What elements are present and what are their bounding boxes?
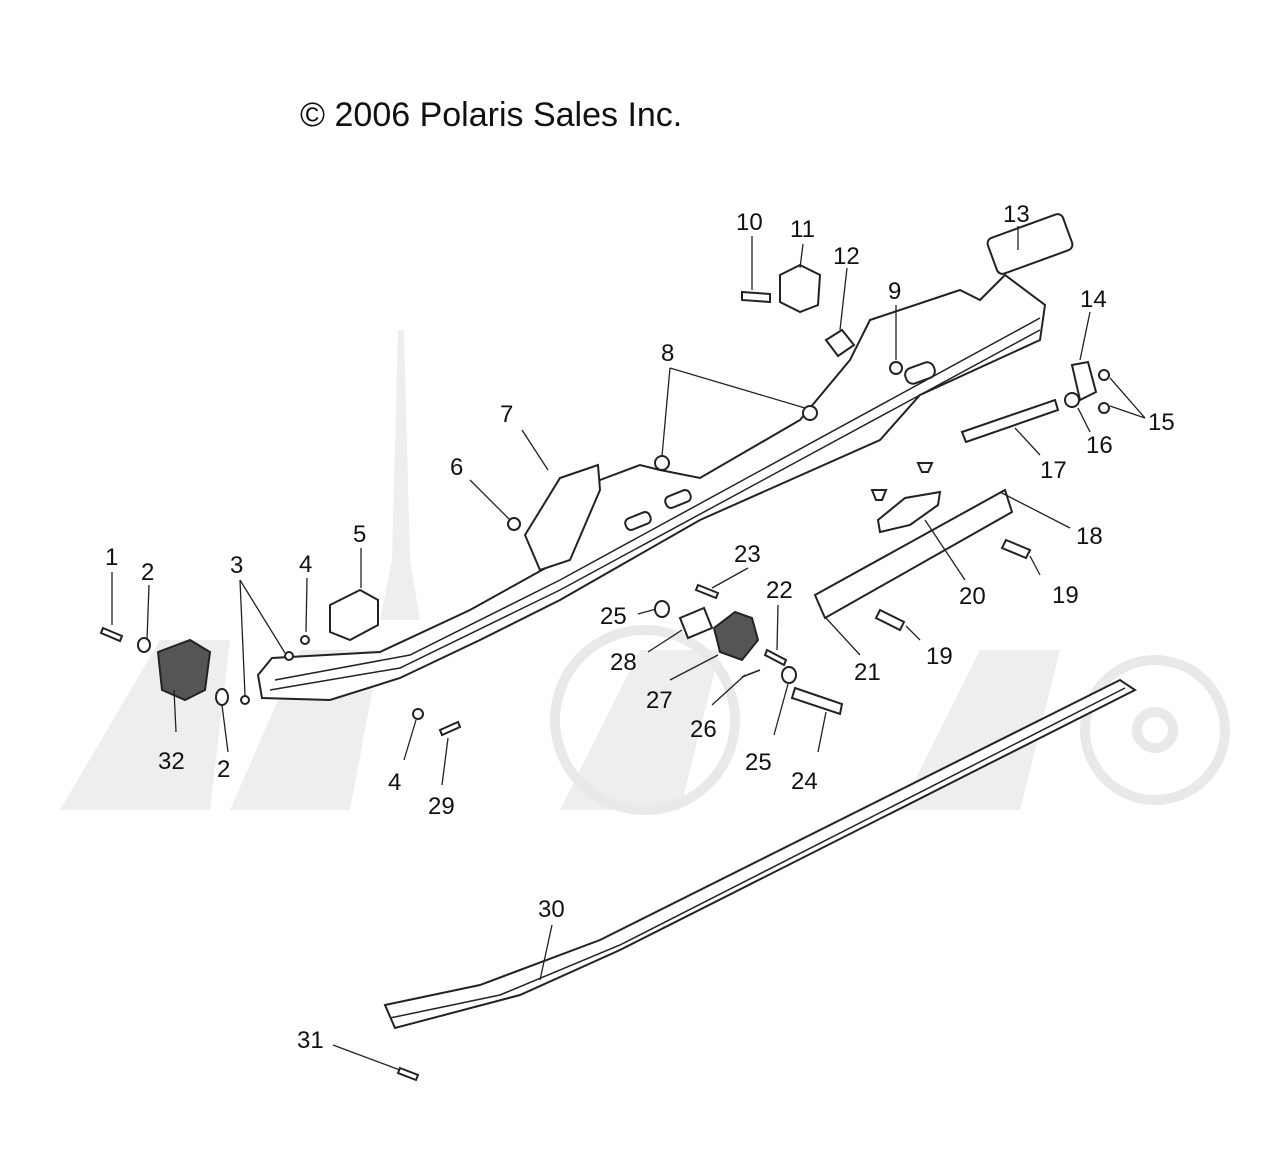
part-8-nut [654, 405, 818, 471]
callout-7: 7 [500, 401, 513, 428]
part-21-bar [813, 488, 1014, 620]
callout-12: 12 [833, 243, 860, 270]
callout-6: 6 [450, 454, 463, 481]
callout-5: 5 [353, 521, 366, 548]
copyright-text: © 2006 Polaris Sales Inc. [300, 96, 682, 134]
callout-31: 31 [297, 1027, 324, 1054]
part-17-bolt [960, 398, 1060, 444]
callout-1: 1 [105, 544, 118, 571]
callout-4-top: 4 [299, 551, 312, 578]
part-16-nut [1064, 392, 1080, 408]
part-24-bolt [790, 686, 844, 716]
callout-25-left: 25 [600, 603, 627, 630]
callout-25-right: 25 [745, 749, 772, 776]
callout-3: 3 [230, 552, 243, 579]
callout-19-left: 19 [926, 643, 953, 670]
callout-11: 11 [790, 216, 815, 243]
part-2-washer-bottom [215, 688, 229, 706]
callout-14: 14 [1080, 286, 1107, 313]
part-23-screw [694, 583, 720, 600]
callout-17: 17 [1040, 457, 1067, 484]
callout-16: 16 [1086, 432, 1113, 459]
rail-assembly [256, 213, 1074, 702]
part-22-pin [763, 648, 788, 667]
part-11-bumper [779, 263, 822, 314]
part-2-washer-top [137, 637, 151, 653]
callout-8: 8 [661, 340, 674, 367]
callout-15: 15 [1148, 409, 1175, 436]
part-15-screw [1098, 369, 1110, 414]
callout-20: 20 [959, 583, 986, 610]
callout-29: 29 [428, 793, 455, 820]
callout-13: 13 [1003, 201, 1030, 228]
part-12-spacer [824, 328, 856, 358]
part-1-screw [99, 626, 124, 643]
callout-26: 26 [690, 716, 717, 743]
part-31-screw [396, 1066, 420, 1082]
part-27-bumper [712, 610, 760, 662]
part-18-rivet [870, 462, 934, 501]
leader-lines [111, 226, 1146, 1071]
hyfax-slide [383, 678, 1137, 1030]
part-14-bracket [1070, 360, 1098, 402]
part-32-bumper [156, 638, 212, 702]
callout-24: 24 [791, 768, 818, 795]
part-4-washer [300, 635, 424, 720]
part-29-screw [438, 720, 462, 737]
part-28-spacer [678, 606, 714, 640]
callout-10: 10 [736, 209, 763, 236]
callout-28: 28 [610, 649, 637, 676]
callout-27: 27 [646, 687, 673, 714]
callout-4-bottom: 4 [388, 769, 401, 796]
callout-21: 21 [854, 659, 881, 686]
callout-30: 30 [538, 896, 565, 923]
callout-18: 18 [1076, 523, 1103, 550]
callout-19-right: 19 [1052, 582, 1079, 609]
part-3-nut [240, 651, 294, 705]
part-19-bolt [874, 538, 1032, 632]
callout-2-bottom: 2 [217, 756, 230, 783]
callout-labels: 1 2 2 3 4 4 5 6 7 8 9 10 11 12 13 14 15 … [105, 201, 1175, 1054]
callout-2-top: 2 [141, 559, 154, 586]
part-5-block [329, 588, 379, 642]
part-10-bolt [741, 290, 771, 304]
callout-23: 23 [734, 541, 761, 568]
part-20-bracket [876, 490, 942, 534]
part-9-bolt [889, 361, 903, 375]
callout-22: 22 [766, 577, 793, 604]
part-6-nut [507, 517, 521, 531]
callout-32: 32 [158, 748, 185, 775]
callout-9: 9 [888, 278, 901, 305]
